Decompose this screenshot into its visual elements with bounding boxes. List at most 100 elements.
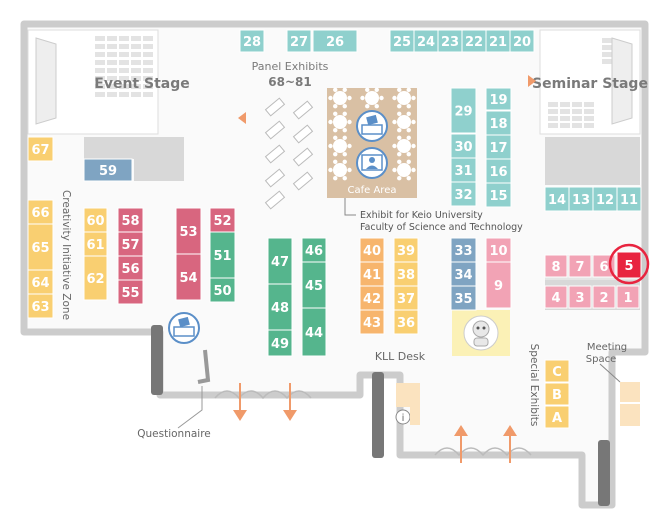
booth-62[interactable]: 62 — [83, 255, 108, 301]
kll-desk[interactable]: KLL Desk i — [375, 350, 426, 425]
robot-exhibit[interactable] — [452, 310, 510, 356]
booth-1[interactable]: 1 — [616, 285, 640, 309]
booth-35[interactable]: 35 — [450, 285, 477, 311]
booth-31[interactable]: 31 — [450, 157, 477, 183]
booth-67[interactable]: 67 — [27, 136, 54, 162]
questionnaire[interactable]: Questionnaire — [137, 386, 211, 440]
booth-7[interactable]: 7 — [568, 254, 592, 278]
panel-exhibits[interactable]: Panel Exhibits 68~81 — [238, 60, 536, 210]
booth-49[interactable]: 49 — [267, 329, 293, 357]
panel-board — [264, 97, 286, 117]
booth-54[interactable]: 54 — [175, 253, 202, 301]
cafe-chair — [397, 135, 402, 140]
booth-9[interactable]: 9 — [485, 261, 512, 309]
booth-18[interactable]: 18 — [485, 110, 512, 136]
event-seat — [107, 44, 117, 49]
booth-12-number: 12 — [596, 193, 614, 208]
cafe-chair — [406, 87, 411, 92]
booth-59-number: 59 — [99, 164, 117, 179]
booth-57-number: 57 — [121, 238, 139, 253]
booth-28[interactable]: 28 — [239, 29, 265, 53]
booth-17[interactable]: 17 — [485, 134, 512, 160]
meeting-space-line2: Space — [586, 354, 616, 365]
booth-15[interactable]: 15 — [485, 182, 512, 208]
booth-16[interactable]: 16 — [485, 158, 512, 184]
booth-8[interactable]: 8 — [544, 254, 568, 278]
booth-63[interactable]: 63 — [27, 293, 54, 319]
booth-23[interactable]: 23 — [437, 29, 463, 53]
booth-4[interactable]: 4 — [544, 285, 568, 309]
booth-52[interactable]: 52 — [209, 207, 236, 233]
booth-58[interactable]: 58 — [117, 207, 144, 233]
booth-13[interactable]: 13 — [568, 186, 594, 212]
booth-39-rect — [393, 237, 419, 263]
booth-4-number: 4 — [551, 291, 560, 306]
booth-12[interactable]: 12 — [592, 186, 618, 212]
booth-57[interactable]: 57 — [117, 231, 144, 257]
booth-56[interactable]: 56 — [117, 255, 144, 281]
cafe-area[interactable]: Cafe Area — [327, 87, 417, 198]
booth-33[interactable]: 33 — [450, 237, 477, 263]
booth-50-number: 50 — [213, 284, 231, 299]
booth-32[interactable]: 32 — [450, 181, 477, 207]
booth-61[interactable]: 61 — [83, 231, 108, 257]
booth-44[interactable]: 44 — [301, 307, 327, 357]
booth-64[interactable]: 64 — [27, 269, 54, 295]
event-seat — [119, 84, 129, 89]
booth-11[interactable]: 11 — [616, 186, 642, 212]
booth-36[interactable]: 36 — [393, 309, 419, 335]
booth-5[interactable]: 5 — [616, 251, 642, 279]
booth-59[interactable]: 59 — [83, 158, 133, 182]
booth-51[interactable]: 51 — [209, 231, 236, 279]
booth-55[interactable]: 55 — [117, 279, 144, 305]
booth-67-number: 67 — [31, 143, 49, 158]
booth-22[interactable]: 22 — [461, 29, 487, 53]
booth-24-number: 24 — [417, 35, 435, 50]
booth-47[interactable]: 47 — [267, 237, 293, 285]
booth-50[interactable]: 50 — [209, 277, 236, 303]
booth-14[interactable]: 14 — [544, 186, 570, 212]
booth-25[interactable]: 25 — [389, 29, 415, 53]
booth-45[interactable]: 45 — [301, 261, 327, 309]
seminar-stage[interactable]: Seminar Stage — [532, 29, 648, 135]
booth-C[interactable]: C — [544, 359, 570, 383]
booth-21[interactable]: 21 — [485, 29, 511, 53]
booth-41[interactable]: 41 — [359, 261, 385, 287]
booth-37[interactable]: 37 — [393, 285, 419, 311]
meeting-space[interactable]: Meeting Space — [586, 342, 640, 426]
booth-30[interactable]: 30 — [450, 133, 477, 159]
booth-37-rect — [393, 285, 419, 311]
booth-38[interactable]: 38 — [393, 261, 419, 287]
booth-20[interactable]: 20 — [509, 29, 535, 53]
booth-10[interactable]: 10 — [485, 237, 512, 263]
booth-48[interactable]: 48 — [267, 283, 293, 331]
seminar-seat — [560, 123, 570, 128]
cafe-chair — [397, 128, 402, 133]
booth-2[interactable]: 2 — [592, 285, 616, 309]
booth-19[interactable]: 19 — [485, 87, 512, 111]
panel-board — [292, 171, 314, 191]
booth-65[interactable]: 65 — [27, 223, 54, 271]
booth-42[interactable]: 42 — [359, 285, 385, 311]
booth-27[interactable]: 27 — [286, 29, 312, 53]
booth-3[interactable]: 3 — [568, 285, 592, 309]
seminar-seat — [602, 59, 614, 64]
event-stage[interactable]: Event Stage — [27, 29, 190, 135]
booth-60[interactable]: 60 — [83, 207, 108, 233]
booth-29[interactable]: 29 — [450, 87, 477, 134]
cafe-chair — [342, 152, 347, 157]
booth-43[interactable]: 43 — [359, 309, 385, 335]
booth-26[interactable]: 26 — [312, 29, 358, 53]
booth-24[interactable]: 24 — [413, 29, 439, 53]
event-seat — [107, 36, 117, 41]
booth-B[interactable]: B — [544, 382, 570, 406]
booth-A[interactable]: A — [544, 405, 570, 429]
booth-46[interactable]: 46 — [301, 237, 327, 263]
booth-66[interactable]: 66 — [27, 199, 54, 225]
event-seat — [119, 52, 129, 57]
booth-53[interactable]: 53 — [175, 207, 202, 255]
booth-38-rect — [393, 261, 419, 287]
booth-34[interactable]: 34 — [450, 261, 477, 287]
booth-40[interactable]: 40 — [359, 237, 385, 263]
booth-39[interactable]: 39 — [393, 237, 419, 263]
